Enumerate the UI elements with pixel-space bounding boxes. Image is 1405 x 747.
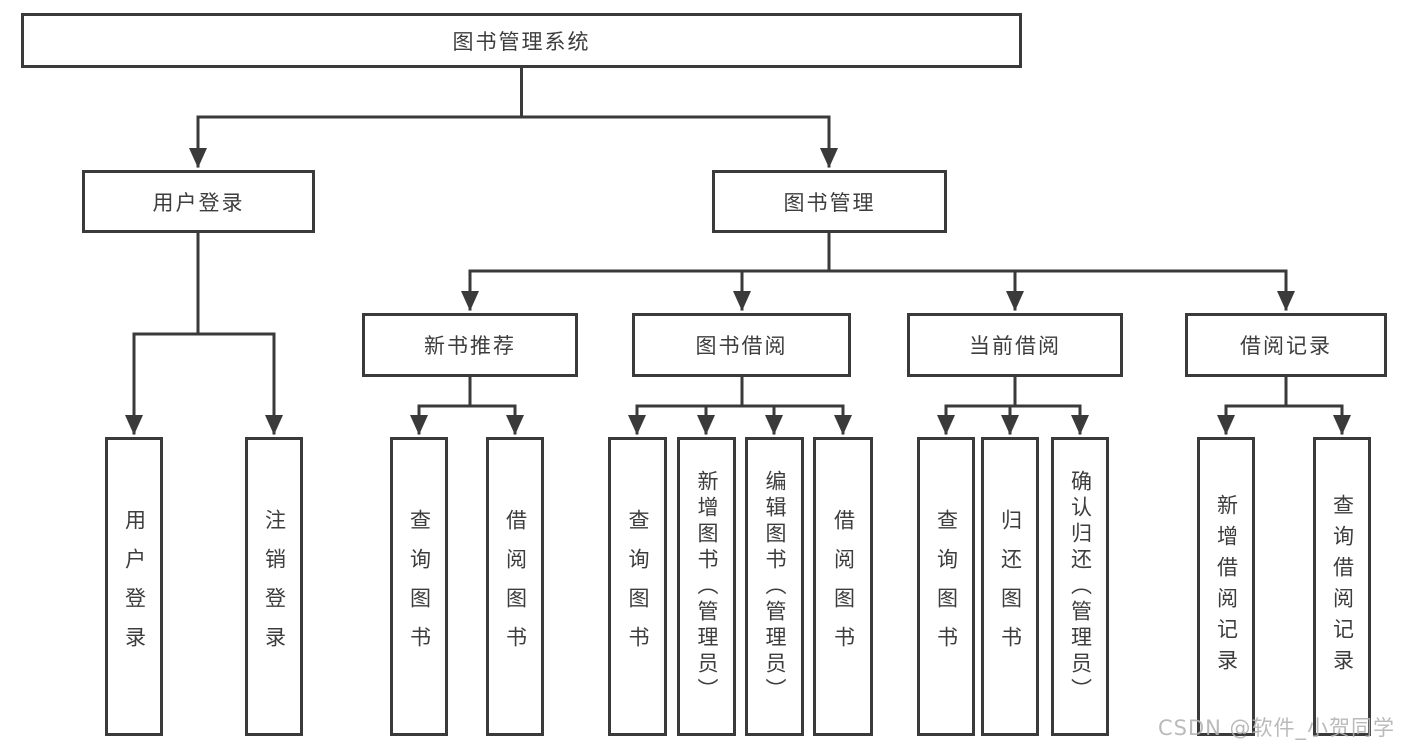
leaf-label: 查询图书 <box>407 508 432 665</box>
node-current-borrow: 当前借阅 <box>907 313 1123 377</box>
node-label: 图书管理 <box>783 190 876 215</box>
node-label: 新书推荐 <box>424 334 516 358</box>
node-label: 用户登录 <box>152 190 245 215</box>
leaf-current-return-book: 归还图书 <box>981 437 1039 736</box>
leaf-label: 借阅图书 <box>503 508 528 665</box>
leaf-label: 新增图书（管理员） <box>695 469 719 704</box>
node-new-book-recommend: 新书推荐 <box>362 313 578 377</box>
leaf-label: 确认归还（管理员） <box>1068 469 1093 704</box>
leaf-borrow-edit-book-admin: 编辑图书（管理员） <box>745 437 804 736</box>
leaf-label: 查询图书 <box>626 508 650 665</box>
leaf-records-query-record: 查询借阅记录 <box>1313 437 1371 736</box>
node-borrow-records: 借阅记录 <box>1185 313 1387 377</box>
node-label: 图书借阅 <box>695 334 788 358</box>
node-label: 图书管理系统 <box>452 29 591 54</box>
leaf-borrow-add-book-admin: 新增图书（管理员） <box>677 437 736 736</box>
leaf-borrow-borrow-book: 借阅图书 <box>813 437 873 736</box>
node-label: 借阅记录 <box>1240 334 1332 358</box>
leaf-recommend-borrow-book: 借阅图书 <box>486 437 544 736</box>
node-book-management: 图书管理 <box>712 170 947 233</box>
node-library-management-system: 图书管理系统 <box>21 13 1022 68</box>
leaf-current-query-book: 查询图书 <box>917 437 975 736</box>
leaf-label: 注销登录 <box>262 508 287 665</box>
leaf-user-login: 用户登录 <box>105 437 163 736</box>
leaf-label: 编辑图书（管理员） <box>763 469 787 704</box>
node-user-login: 用户登录 <box>82 170 315 233</box>
leaf-label: 查询借阅记录 <box>1330 493 1355 680</box>
leaf-borrow-query-book: 查询图书 <box>608 437 667 736</box>
leaf-label: 借阅图书 <box>831 508 856 665</box>
node-label: 当前借阅 <box>969 334 1061 358</box>
leaf-label: 用户登录 <box>122 508 147 665</box>
leaf-label: 新增借阅记录 <box>1214 493 1239 680</box>
leaf-label: 查询图书 <box>934 508 959 665</box>
leaf-logout-login: 注销登录 <box>245 437 303 736</box>
leaf-records-add-record: 新增借阅记录 <box>1197 437 1255 736</box>
node-book-borrow: 图书借阅 <box>632 313 851 377</box>
leaf-label: 归还图书 <box>998 508 1023 665</box>
leaf-current-confirm-return-admin: 确认归还（管理员） <box>1051 437 1109 736</box>
csdn-watermark: CSDN @软件_小贺同学 <box>1158 716 1396 740</box>
leaf-recommend-query-book: 查询图书 <box>390 437 448 736</box>
